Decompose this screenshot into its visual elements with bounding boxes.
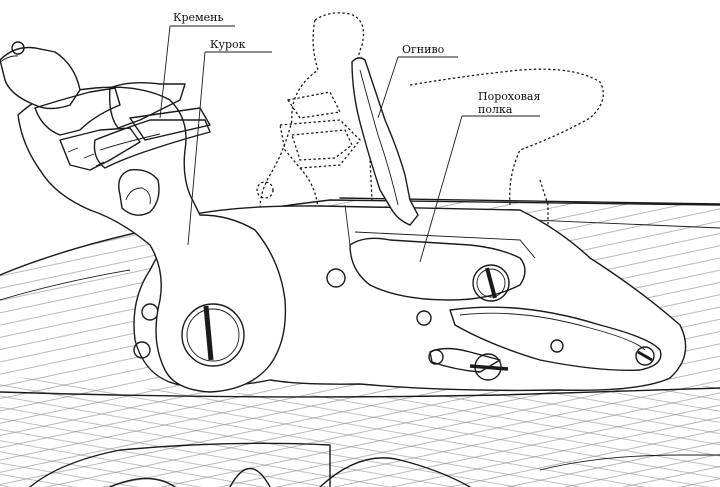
frizzen: [351, 57, 419, 226]
cock-hammer: [17, 86, 287, 393]
label-pan-line2: полка: [478, 103, 513, 116]
frizzen-spring: [449, 306, 662, 371]
label-pan-line1: Пороховая: [478, 90, 540, 103]
priming-pan: [344, 204, 536, 302]
cock-jaws: [0, 41, 141, 171]
label-cock: Курок: [210, 38, 246, 51]
label-flint: Кремень: [173, 11, 223, 24]
flint: [93, 81, 211, 169]
label-frizzen: Огниво: [402, 43, 445, 56]
leader-lines: [159, 25, 540, 263]
sear-screw: [428, 347, 509, 381]
